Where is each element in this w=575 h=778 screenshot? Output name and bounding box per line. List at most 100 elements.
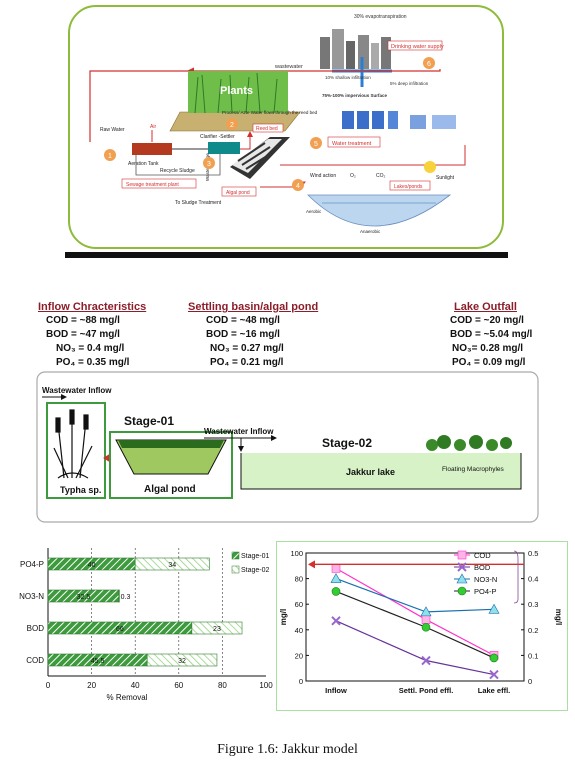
bar-segment: [146, 653, 218, 667]
step-6-badge: [423, 57, 435, 69]
macrophytes-label: Floating Macrophyles: [442, 466, 505, 473]
outfall-po4: PO₄ = 0.09 mg/l: [452, 357, 526, 368]
line-right-tick-label: 0.4: [528, 575, 538, 584]
line-left-tick-label: 20: [295, 651, 303, 660]
bar-value-label: 45.5: [91, 658, 105, 665]
bar-x-tick-label: 80: [218, 681, 227, 690]
algal-pond-label: Algal pond: [144, 484, 196, 495]
line-marker-no3: [488, 603, 500, 614]
inflow-cod: COD = ~88 mg/l: [46, 315, 120, 326]
bar-x-tick-label: 20: [87, 681, 96, 690]
legend-bracket: [513, 550, 519, 604]
line-legend-label: NO3-N: [474, 575, 497, 584]
typha-label: Typha sp.: [60, 485, 101, 495]
bar-value-label: 32: [178, 658, 186, 665]
line-marker-po4: [421, 622, 431, 632]
line-left-tick-label: 0: [299, 677, 303, 686]
inflow-title: Inflow Chracteristics: [38, 301, 147, 313]
svg-text:3: 3: [207, 161, 211, 168]
line-marker-po4: [489, 653, 499, 663]
line-marker-bod: [489, 669, 499, 680]
clarifier-label: Clarifier -Settler: [200, 134, 235, 140]
lake-basin-icon: [307, 194, 452, 227]
settling-po4: PO₄ = 0.21 mg/l: [210, 357, 284, 368]
algal-pond-icon: [230, 137, 290, 179]
city-buildings-icon: [320, 29, 391, 69]
figure-caption: Figure 1.6: Jakkur model: [217, 742, 358, 757]
jakkur-lake-water: [241, 453, 521, 489]
water-treatment-icon: [342, 111, 456, 129]
o2-label: O₂: [350, 173, 356, 179]
anaerobic-label: Anaerobic: [360, 229, 381, 234]
co2-label: CO₂: [376, 173, 386, 179]
clarifier-icon: [208, 142, 240, 154]
line-right-tick-label: 0.2: [528, 626, 538, 635]
line-x-category-label: Inflow: [325, 686, 347, 695]
line-left-axis-title: mg/l: [279, 609, 288, 625]
aerobic-label: Aerobic: [306, 209, 322, 214]
drinking-water-label: Drinking water supply: [391, 44, 444, 50]
step-1-badge: [104, 149, 116, 161]
to-sludge-label: To Sludge Treatment: [175, 200, 222, 206]
recycle-label: Recycle Sludge: [160, 168, 195, 174]
inflow-no3: NO₃ = 0.4 mg/l: [56, 343, 125, 354]
bar-value-label: 23: [213, 626, 221, 633]
deep-label: 5% deep infiltration: [390, 81, 429, 86]
shallow-label: 10% shallow infiltration: [325, 75, 371, 80]
typha-box: [46, 402, 106, 499]
step-3-badge: [203, 157, 215, 169]
typha-plant-icon: [53, 409, 93, 479]
line-legend-label: PO4-P: [474, 587, 497, 596]
bar-x-axis-title: % Removal: [107, 693, 148, 702]
step-2-badge: [226, 118, 238, 130]
stp-label: Sewage treatment plant: [126, 182, 179, 188]
wastewater-inflow-2-label: Wastewater Inflow: [204, 427, 274, 436]
divider-bar: [65, 252, 508, 258]
inflow-bod: BOD = ~47 mg/l: [46, 329, 120, 340]
air-label: Air: [150, 124, 156, 130]
line-chart-frame: [276, 541, 568, 711]
bar-value-label: 32.5: [77, 594, 91, 601]
svg-text:4: 4: [296, 183, 300, 190]
line-x-category-label: Lake effl.: [478, 686, 511, 695]
bar-segment: [191, 621, 243, 635]
inflow-characteristics: Inflow Chracteristics COD = ~88 mg/l BOD…: [38, 301, 148, 370]
bar-segment: [118, 589, 120, 603]
svg-text:5: 5: [314, 141, 318, 148]
wastewater-flow-line: [186, 67, 441, 75]
jakkur-lake-label: Jakkur lake: [346, 467, 395, 477]
top-diagram-frame: 30% evapotranspiration Drinking water su…: [68, 5, 504, 249]
bar-x-tick-label: 40: [131, 681, 140, 690]
bar-category-label: BOD: [27, 624, 45, 633]
bar-x-tick-label: 60: [174, 681, 183, 690]
bar-x-tick-label: 100: [259, 681, 273, 690]
outfall-cod: COD = ~20 mg/l: [450, 315, 524, 326]
settling-cod: COD = ~48 mg/l: [206, 315, 280, 326]
water-treatment-label: Water treatment: [332, 141, 372, 147]
wind-label: Wind action: [310, 173, 336, 179]
line-series-no3-n: [335, 578, 495, 613]
line-marker-po4: [331, 587, 341, 596]
svg-text:1: 1: [108, 153, 112, 160]
outfall-bod: BOD = ~5.04 mg/l: [450, 329, 533, 340]
line-marker-po4: [457, 586, 467, 596]
bar-legend-label: Stage-01: [241, 553, 270, 560]
line-left-tick-label: 60: [295, 600, 303, 609]
bar-value-label: 66: [116, 626, 124, 633]
bar-value-label: 34: [168, 562, 176, 569]
plants-label: Plants: [220, 85, 253, 97]
aeration-label: Aeration Tank: [128, 161, 159, 167]
outfall-no3: NO₃= 0.28 mg/l: [452, 343, 524, 354]
stage-01-label: Stage-01: [124, 414, 174, 428]
outfall-title: Lake Outfall: [454, 301, 517, 313]
bar-legend-label: Stage-02: [241, 567, 270, 574]
bar-value-label: 40: [88, 562, 96, 569]
bar-category-label: NO3-N: [19, 592, 44, 601]
line-legend-label: COD: [474, 551, 491, 560]
line-series-po4-p: [335, 590, 495, 659]
line-marker-bod: [457, 562, 467, 572]
line-marker-bod: [421, 655, 431, 666]
line-marker-no3: [420, 606, 432, 617]
